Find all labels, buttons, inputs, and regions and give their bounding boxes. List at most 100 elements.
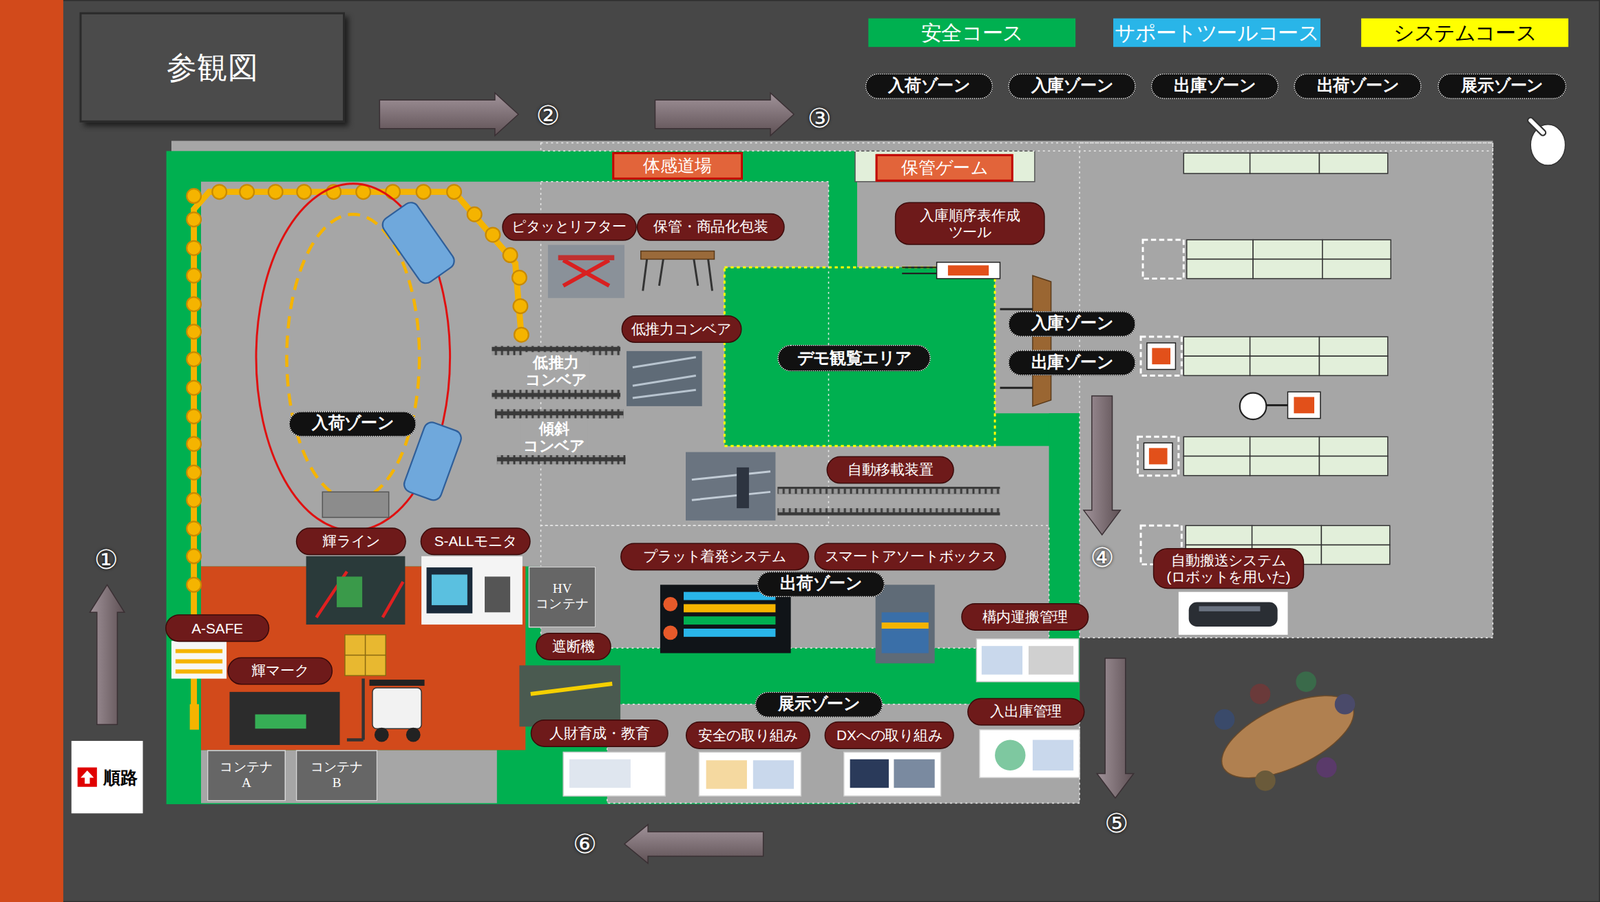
node-text: HV コンテナ	[535, 581, 589, 613]
wheel	[374, 727, 389, 743]
node-text: デモ観覧エリア	[797, 347, 912, 370]
rack-cell	[1321, 525, 1390, 545]
monitor-screen	[426, 567, 473, 614]
track-dot	[485, 227, 500, 243]
photo-person	[736, 467, 750, 509]
course-name: システムコース	[1393, 18, 1536, 47]
conveyor-label: 傾斜 コンベア	[520, 417, 588, 456]
exhibit-label: 入庫順序表作成 ツール	[895, 201, 1046, 245]
tool-line	[901, 266, 937, 268]
doc-thumb	[563, 751, 666, 796]
tool-line	[901, 272, 937, 275]
asafe-icon	[171, 640, 227, 679]
facility-floor	[171, 632, 1080, 804]
node-text: 出荷ゾーン	[780, 572, 862, 595]
track-dot	[186, 521, 202, 536]
robot-arm	[1265, 404, 1289, 407]
rack-cell	[1186, 239, 1254, 259]
route-arrow	[624, 824, 764, 864]
container-box: コンテナ B	[296, 749, 378, 801]
forklift-mast	[346, 678, 364, 741]
container-floor	[201, 749, 498, 803]
tool-device-fill	[948, 265, 989, 276]
person	[1250, 683, 1271, 705]
track-dot	[296, 184, 312, 199]
lifter-shape	[563, 260, 610, 286]
rack-cell	[1183, 355, 1250, 376]
course-name: 安全コース	[921, 18, 1024, 47]
node-text: 安全の取り組み	[698, 726, 798, 745]
track-dot	[186, 380, 202, 396]
doc-figure	[893, 759, 935, 788]
node-text: A-SAFE	[191, 619, 244, 637]
zone-pill: 出荷ゾーン	[1293, 72, 1421, 99]
track-end	[190, 704, 199, 730]
course-swatch: 安全コース	[868, 18, 1076, 47]
exhibit-label: 人財育成・教育	[530, 719, 669, 747]
meeting-people	[1214, 671, 1356, 791]
track-dot	[186, 188, 202, 204]
node-text: 順路	[103, 765, 138, 789]
callout-number: ⑤	[1104, 808, 1129, 839]
zone-pill: 出庫ゾーン	[1007, 349, 1136, 376]
route-arrow	[89, 584, 124, 725]
doc-figure	[1028, 645, 1074, 675]
exhibit-label: 輝ライン	[296, 527, 407, 555]
node-text: 入荷ゾーン	[311, 413, 394, 435]
table-top	[640, 251, 715, 260]
node-text: 輝ライン	[322, 532, 380, 551]
route-arrow	[379, 92, 519, 136]
cargo	[344, 634, 386, 676]
track-dot	[512, 270, 527, 286]
track-dot	[503, 247, 518, 263]
callout-number: ⑥	[572, 828, 597, 859]
route-icon	[77, 767, 98, 787]
node-text: 自動移載装置	[847, 460, 933, 480]
track-dot	[186, 296, 202, 312]
node-text: ピタッとリフター	[511, 217, 626, 237]
route-sign: 順路	[97, 755, 143, 800]
monitor-photo	[421, 556, 523, 625]
bracket-line	[999, 308, 1033, 311]
label-text: ②	[536, 99, 561, 131]
exhibit-label: スマートアソートボックス	[814, 542, 1007, 571]
dial	[662, 596, 678, 612]
zone-pill: 展示ゾーン	[1437, 72, 1567, 99]
truck-path	[286, 214, 420, 500]
node-text: 出庫ゾーン	[1173, 75, 1256, 97]
doc-thumb	[976, 638, 1079, 682]
callout-number: ③	[807, 103, 832, 134]
conveyor-label: 低推力 コンベア	[522, 351, 591, 389]
rack-cell	[1319, 355, 1388, 376]
hand-finger	[1530, 120, 1543, 133]
node-text: 保管ゲーム	[901, 155, 988, 180]
conveyor-photo	[626, 351, 703, 407]
rack-cell	[1250, 152, 1320, 174]
track-dot	[514, 327, 529, 343]
rack-slot	[1140, 336, 1182, 376]
exhibit-label: 安全の取り組み	[685, 721, 811, 750]
tote	[1146, 342, 1176, 370]
rack-cell	[1253, 258, 1323, 279]
dashboard-bars	[662, 592, 776, 641]
rack-cell	[1250, 436, 1320, 456]
exhibit-label: DXへの取り組み	[824, 721, 955, 750]
photo-forklift	[336, 576, 363, 607]
doc-thumb	[844, 751, 942, 796]
rack-slots	[1138, 239, 1185, 564]
robot-body	[1188, 601, 1278, 627]
tote	[1143, 442, 1172, 470]
rack-slot	[1138, 436, 1179, 476]
sortbox	[881, 612, 929, 653]
track-dot	[467, 207, 482, 222]
rack-cell	[1319, 456, 1388, 476]
label-text: ④	[1090, 541, 1115, 573]
sortbox-row	[881, 622, 929, 629]
rack-cell	[1185, 525, 1252, 545]
doc-figure	[994, 740, 1026, 771]
track-dot	[186, 408, 202, 424]
exhibit-label: A-SAFE	[165, 614, 270, 642]
rack-cell	[1186, 258, 1254, 279]
node-text: 出荷ゾーン	[1317, 75, 1399, 97]
rack-cell	[1319, 152, 1388, 174]
